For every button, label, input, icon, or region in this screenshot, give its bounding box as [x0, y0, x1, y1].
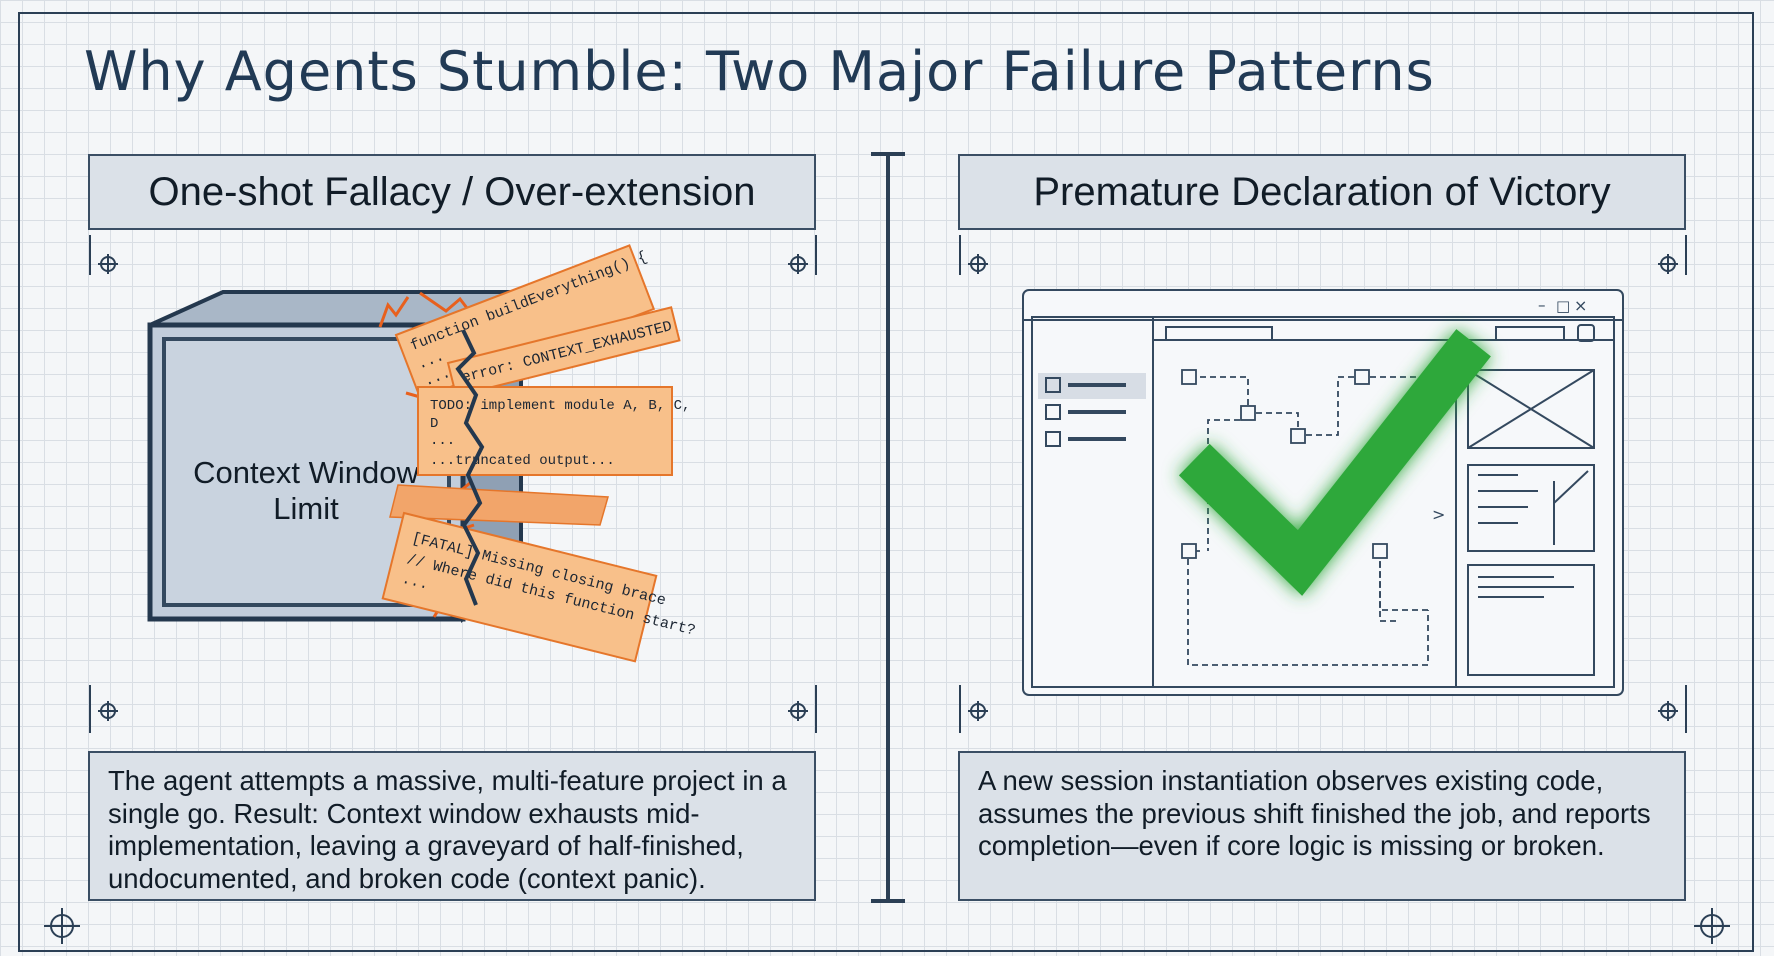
box-label-line2: Limit	[273, 491, 339, 526]
app-window-illustration: > – □ ×	[959, 235, 1687, 733]
divider-cap-top	[871, 152, 905, 156]
green-checkmark-icon	[1178, 329, 1491, 596]
right-description: A new session instantiation observes exi…	[958, 751, 1686, 901]
registration-marks	[959, 235, 1687, 733]
right-panel-heading: Premature Declaration of Victory	[958, 154, 1686, 230]
app-window-wireframe	[1022, 289, 1624, 696]
svg-text:D: D	[430, 416, 438, 432]
minimize-icon: –	[1538, 296, 1546, 314]
center-divider	[886, 154, 890, 903]
context-window-illustration: Context Window Limit function buildEvery…	[89, 235, 817, 733]
outer-frame	[18, 12, 1754, 952]
divider-cap-bottom	[871, 899, 905, 903]
box-label-line1: Context Window	[193, 455, 419, 490]
crosshair-icon	[44, 908, 80, 944]
left-description: The agent attempts a massive, multi-feat…	[88, 751, 816, 901]
svg-text:...: ...	[400, 571, 430, 594]
code-card-3: TODO: implement module A, B, C, D ... ..…	[417, 386, 690, 476]
node-graph	[1181, 369, 1429, 666]
page-title: Why Agents Stumble: Two Major Failure Pa…	[84, 40, 1435, 103]
code-card-4: [FATAL] Missing closing brace // Where d…	[381, 511, 697, 663]
svg-text:...: ...	[430, 433, 455, 449]
maximize-icon: □	[1556, 297, 1570, 315]
svg-text:...truncated output...: ...truncated output...	[430, 453, 615, 469]
chevron-right-icon: >	[1432, 505, 1445, 524]
close-icon: ×	[1574, 296, 1587, 315]
crosshair-icon	[1694, 908, 1730, 944]
svg-text:TODO: implement module A, B, C: TODO: implement module A, B, C,	[430, 398, 690, 414]
sidebar-list	[1038, 373, 1146, 447]
registration-marks	[89, 235, 817, 733]
left-panel-heading: One-shot Fallacy / Over-extension	[88, 154, 816, 230]
